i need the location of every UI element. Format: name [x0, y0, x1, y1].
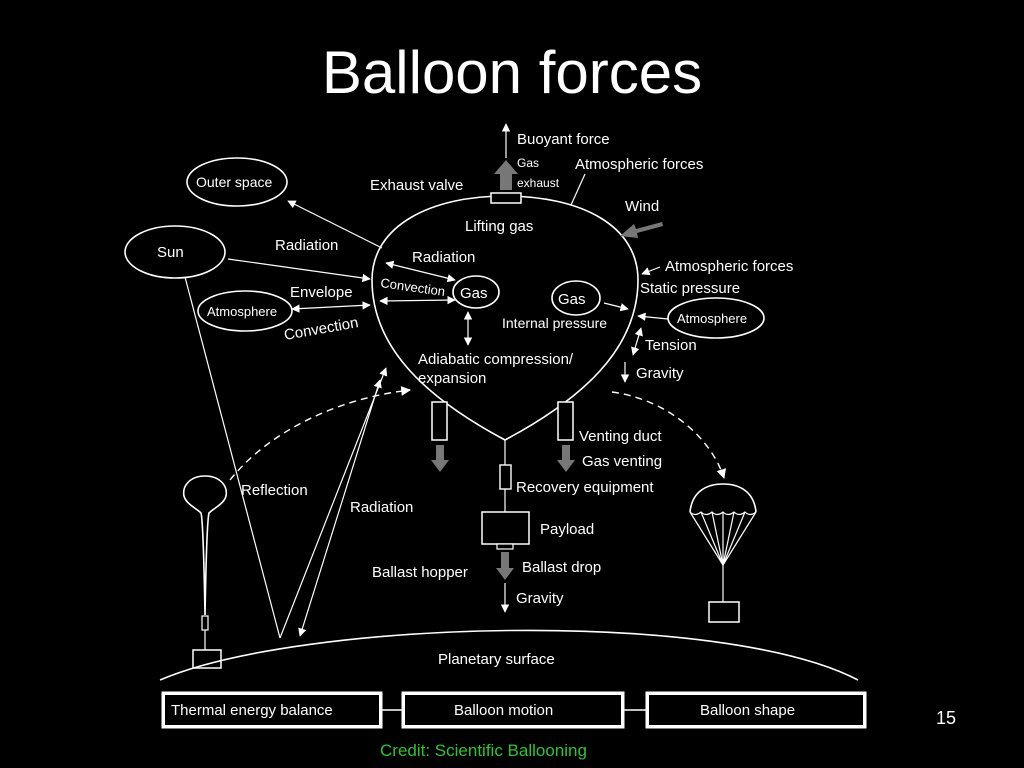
ground-radiation-ray: [298, 379, 382, 637]
gas-right-node: [551, 280, 601, 316]
atmospheric-forces-right-arrow: [641, 266, 661, 276]
balloon-motion-inner: [405, 695, 621, 725]
lifting-gas-label: Lifting gas: [465, 218, 533, 235]
parachute-lines: [689, 511, 757, 602]
internal-pressure-label: Internal pressure: [502, 315, 607, 331]
radiation-to-space-arrow: [287, 200, 383, 249]
convection-outer-label: Convection: [283, 314, 360, 344]
sun-label: Sun: [157, 244, 184, 261]
gas-venting-left-arrow: [431, 445, 449, 472]
convection-inner-arrow: [379, 295, 456, 306]
balloon-shape-label: Balloon shape: [700, 702, 795, 719]
recovery-equipment-rect: [499, 464, 512, 490]
sun-radiation-arrow: [227, 258, 371, 283]
ballast-drop-label: Ballast drop: [522, 559, 601, 576]
thermal-energy-balance-inner: [165, 695, 379, 725]
planetary-surface-label: Planetary surface: [438, 651, 555, 668]
launch-balloon: [182, 475, 228, 616]
slide-title: Balloon forces: [321, 39, 703, 106]
outer-space-node: [186, 157, 288, 207]
wind-label: Wind: [625, 198, 659, 215]
envelope-label: Envelope: [290, 284, 353, 301]
payload-label: Payload: [540, 521, 594, 538]
gas-venting-label: Gas venting: [582, 453, 662, 470]
reflection-label: Reflection: [241, 482, 308, 499]
atmosphere-right-node: [667, 297, 765, 339]
gravity-bottom-label: Gravity: [516, 590, 564, 607]
static-pressure-arrow: [637, 312, 669, 321]
recovery-equipment-label: Recovery equipment: [516, 479, 654, 496]
gas-label: Gas: [517, 156, 539, 170]
radiation-ground-label: Radiation: [350, 499, 413, 516]
atmosphere-left-label: Atmosphere: [207, 304, 277, 319]
sun-node: [124, 225, 226, 279]
atmospheric-forces-right-label: Atmospheric forces: [665, 258, 793, 275]
gas-left-node: [452, 275, 500, 309]
descent-trajectory: [611, 391, 727, 479]
buoyant-force-label: Buoyant force: [517, 131, 610, 148]
gas-left-label: Gas: [460, 285, 488, 302]
internal-pressure-arrow: [603, 302, 629, 312]
balloon-shape-inner: [649, 695, 863, 725]
atmosphere-right-label: Atmosphere: [677, 311, 747, 326]
launch-payload: [192, 649, 222, 669]
planetary-surface-curve: [159, 629, 859, 681]
exhaust-valve-rect: [490, 192, 522, 204]
atmospheric-forces-top-pointer: [570, 173, 586, 206]
radiation-outer-label: Radiation: [275, 237, 338, 254]
gas-venting-right-arrow: [557, 445, 575, 472]
parachute-payload: [708, 601, 740, 623]
ballast-drop-arrow: [496, 552, 514, 580]
adiabatic-line1-label: Adiabatic compression/: [418, 351, 574, 368]
atmospheric-forces-top-label: Atmospheric forces: [575, 156, 703, 173]
static-pressure-label: Static pressure: [640, 280, 740, 297]
atmosphere-convection-arrow: [291, 301, 371, 313]
venting-duct-label: Venting duct: [579, 428, 662, 445]
page-number: 15: [936, 708, 957, 728]
venting-duct-left: [431, 401, 448, 441]
convection-inner-label: Convection: [380, 275, 447, 299]
payload-rect: [481, 511, 530, 545]
exhaust-valve-label: Exhaust valve: [370, 177, 463, 194]
gravity-right-label: Gravity: [636, 365, 684, 382]
gas-exhaust-arrow: [494, 160, 518, 190]
radiation-inner-arrow: [385, 260, 456, 283]
wind-arrow: [620, 222, 663, 238]
thermal-energy-balance-label: Thermal energy balance: [171, 702, 333, 719]
venting-duct-right: [557, 401, 574, 441]
ballast-hopper-label: Ballast hopper: [372, 564, 468, 581]
gas-right-label: Gas: [558, 291, 586, 308]
tension-label: Tension: [645, 337, 697, 354]
parachute-canopy: [689, 483, 757, 513]
ballast-hopper-rect: [496, 543, 514, 550]
balloon-motion-label: Balloon motion: [454, 702, 553, 719]
tension-arrow: [631, 327, 643, 356]
credit-text: Credit: Scientific Ballooning: [380, 741, 587, 760]
radiation-inner-label: Radiation: [412, 249, 475, 266]
outer-space-label: Outer space: [196, 174, 272, 190]
sun-ray-to-ground: [184, 276, 281, 639]
adiabatic-line2-label: expansion: [418, 370, 486, 387]
exhaust-label: exhaust: [517, 176, 560, 190]
launch-trajectory: [229, 386, 411, 481]
launch-balloon-gondola-link: [201, 615, 209, 631]
